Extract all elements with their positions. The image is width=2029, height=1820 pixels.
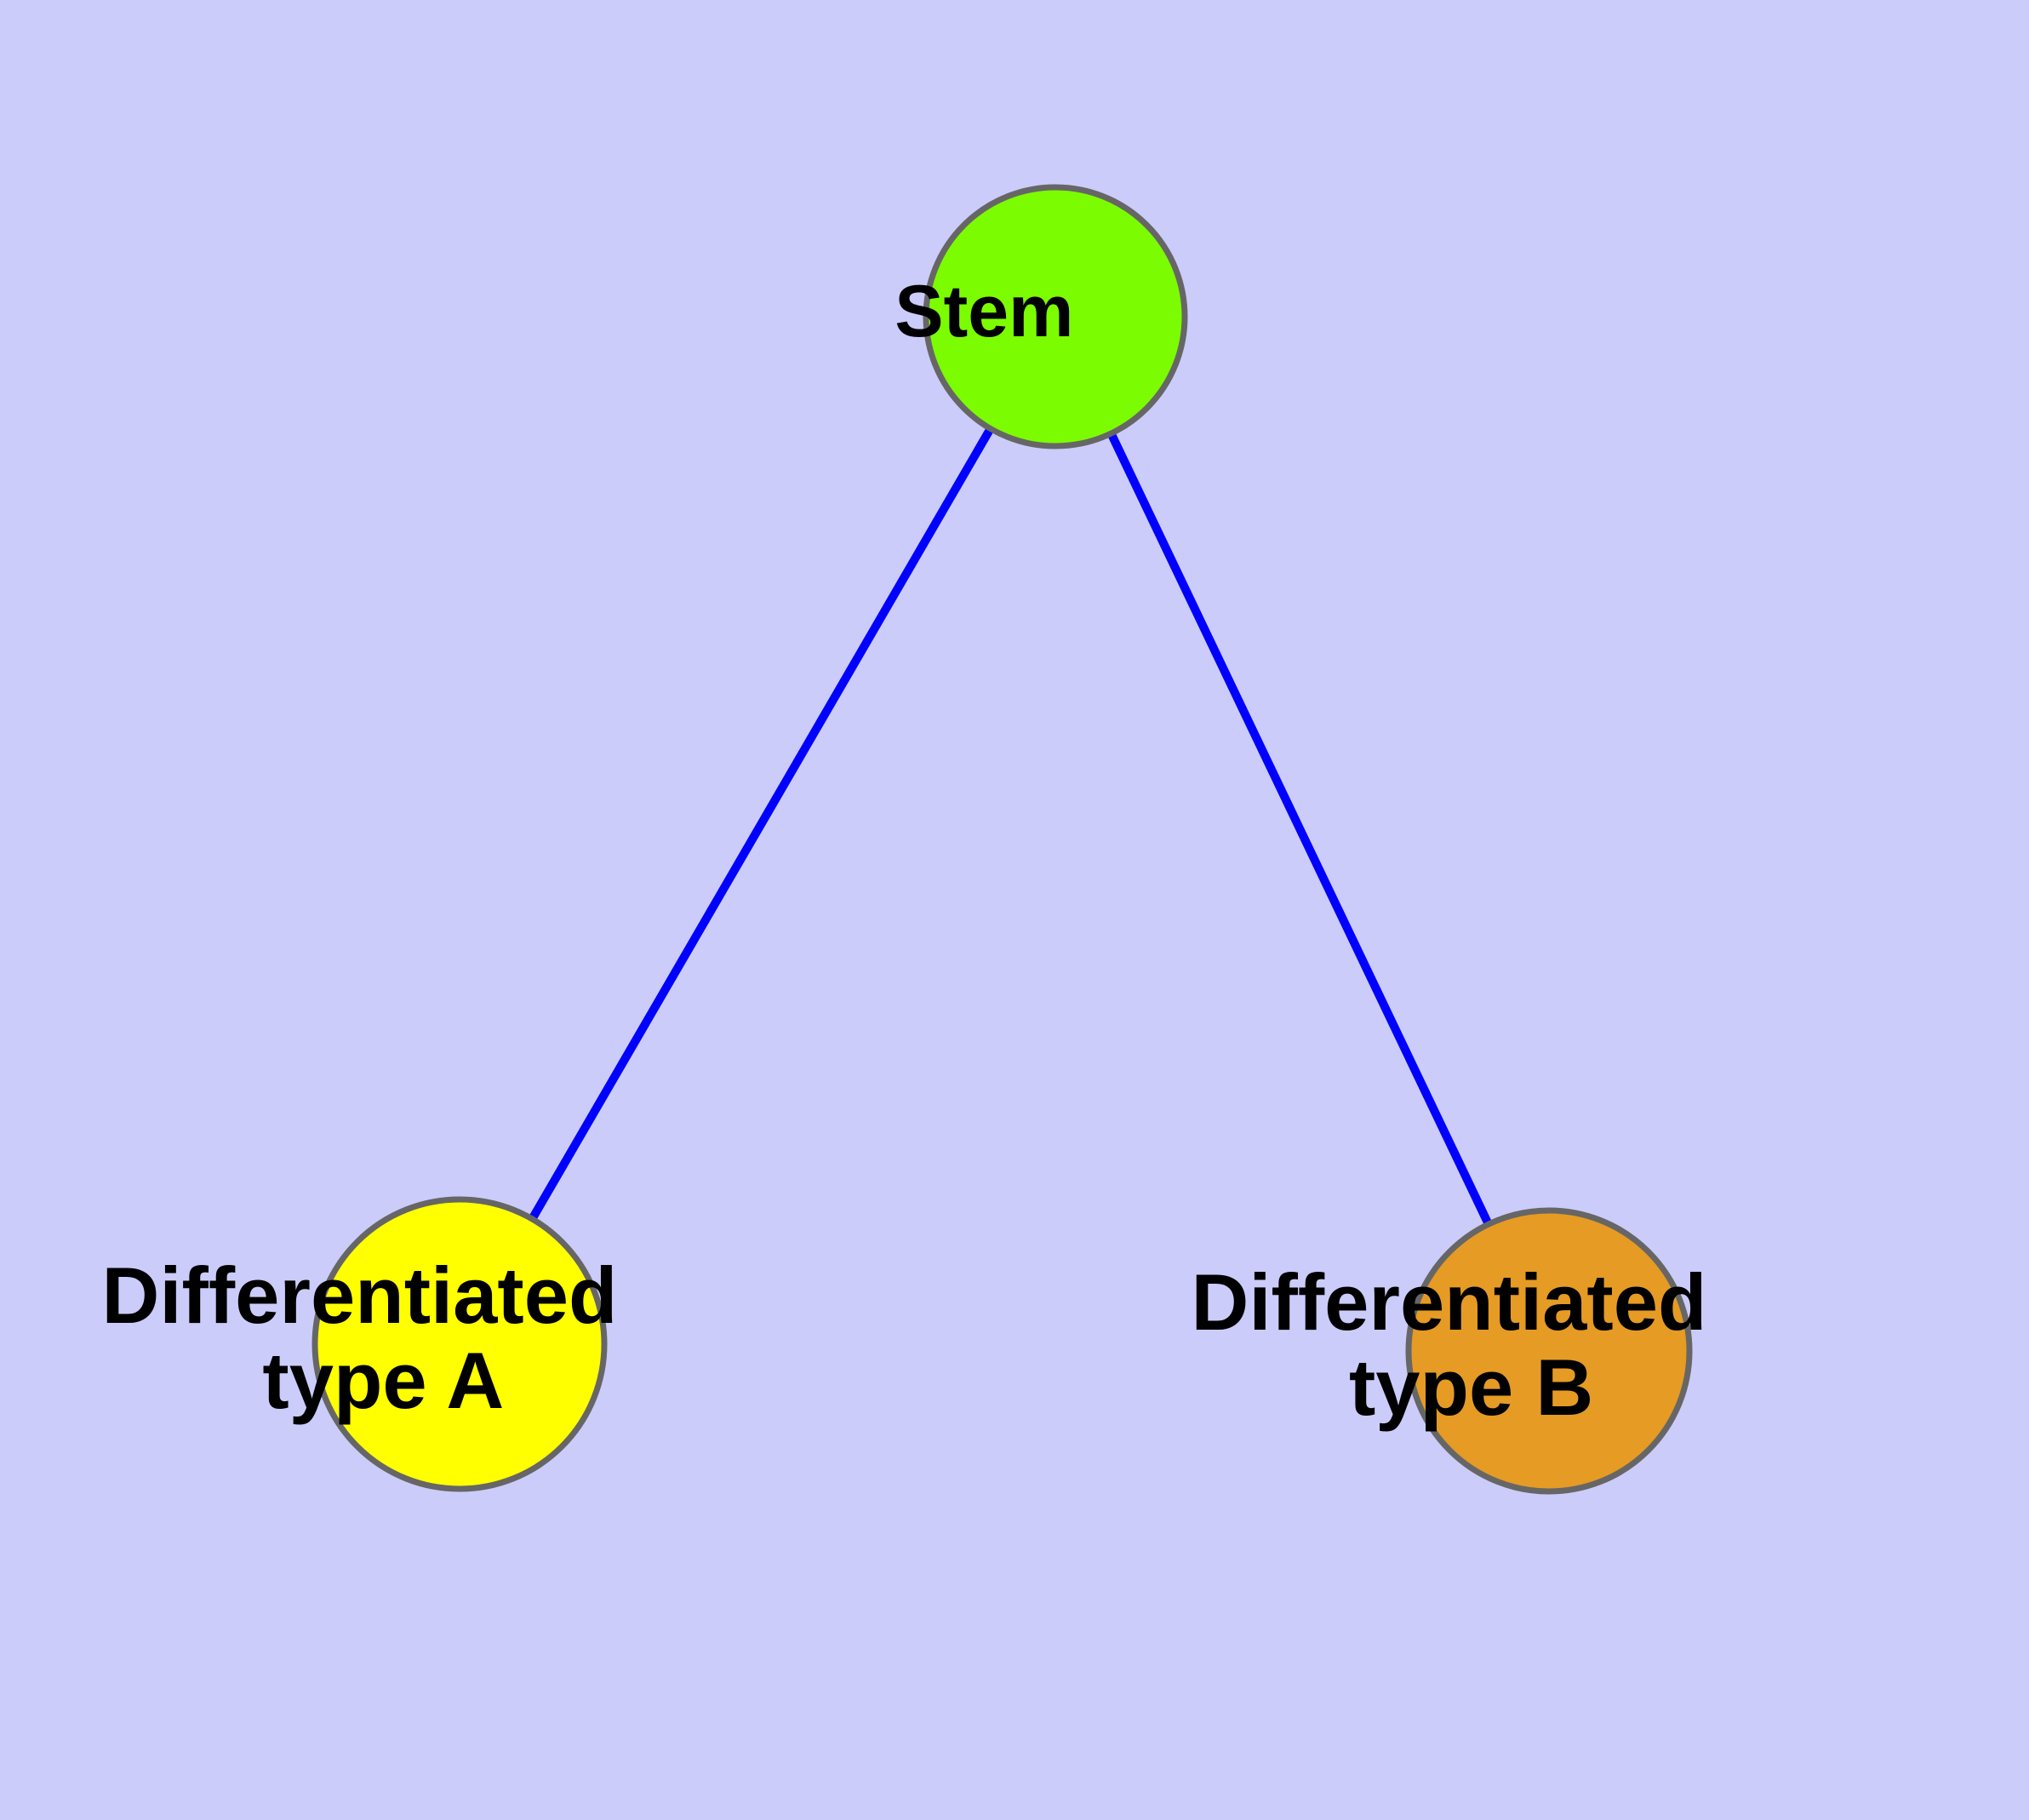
edge-stem-to-diff-b[interactable] — [1106, 432, 1493, 1227]
edge-stem-to-diff-a[interactable] — [528, 426, 995, 1222]
node-group — [311, 184, 1693, 1495]
edge-group — [528, 426, 1493, 1227]
node-label-stem: Stem — [0, 0, 1216, 352]
node-label-diff-b-line1: Differentiated — [1192, 1257, 1707, 1347]
node-label-diff-a-line2: type A — [262, 1336, 502, 1425]
node-stem[interactable] — [923, 184, 1188, 449]
node-label-stem-line1: Stem — [894, 271, 1073, 352]
node-label-diff-a: Differentiated type A — [0, 0, 817, 1425]
label-group: Stem Differentiated type A Differentiate… — [0, 0, 1707, 1432]
node-diff-b[interactable] — [1405, 1207, 1693, 1495]
node-label-diff-a-line1: Differentiated — [102, 1251, 618, 1340]
node-diff-a[interactable] — [311, 1196, 608, 1492]
node-label-diff-b: Differentiated type B — [1192, 1257, 1707, 1432]
node-label-diff-b-line2: type B — [1349, 1342, 1593, 1432]
